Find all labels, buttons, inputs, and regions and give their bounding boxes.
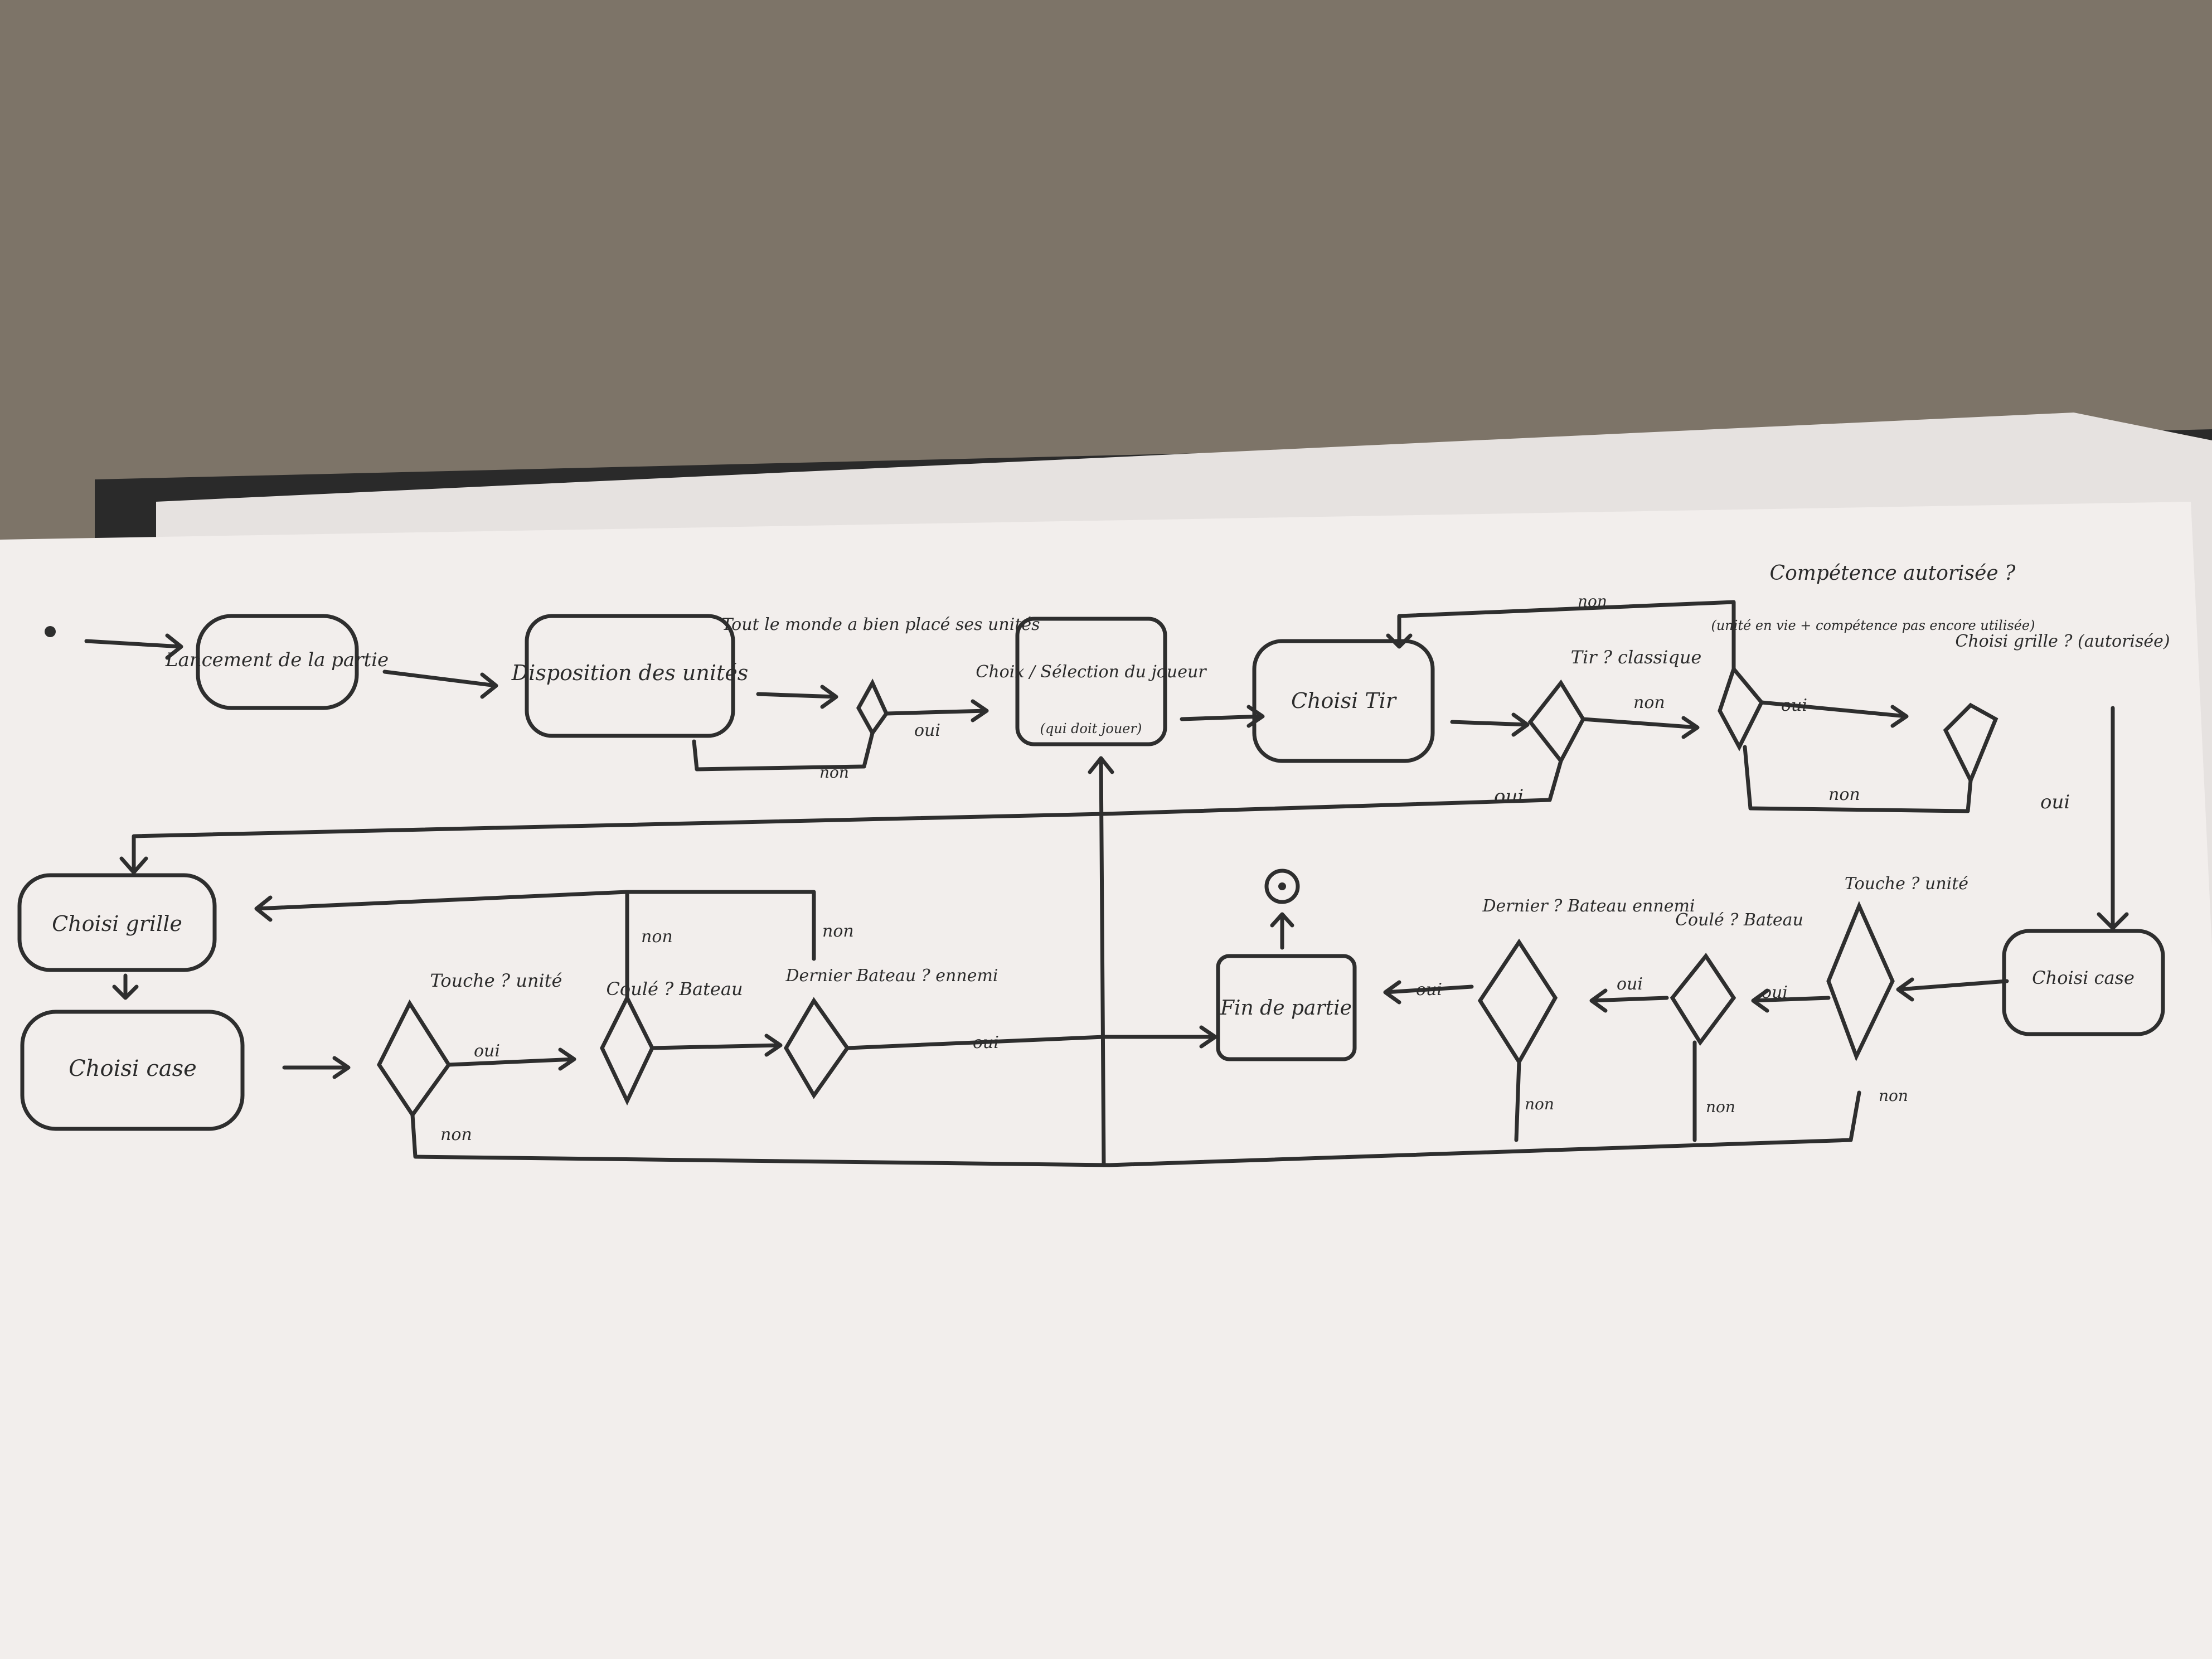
edge-last-boat-left-no: non [822,921,854,941]
decision-sunk-left [600,993,654,1106]
node-launch-label: Lancement de la partie [165,649,389,671]
final-node-dot [1278,882,1286,890]
edge-shot-classic-no: non [1633,693,1665,712]
node-end-game [1216,954,1357,1061]
node-choose-player-note: (qui doit jouer) [1040,721,1142,736]
decision-hit-left-label: Touche ? unité [430,970,562,991]
decision-sunk-right [1670,953,1736,1046]
node-placement [525,614,735,738]
edge-last-boat-left-yes: oui [973,1033,999,1052]
edge-skill-grid-no: non [1828,785,1860,804]
decision-shot-classic-label: Tir ? classique [1571,647,1702,668]
node-choose-grid-left [17,873,217,972]
decision-skill-allowed-note: (unité en vie + compétence pas encore ut… [1711,618,2035,633]
edge-skill-allowed-no: non [1578,592,1607,610]
edge-all-placed-no: non [819,763,849,782]
decision-sunk-right-label: Coulé ? Bateau [1675,910,1803,930]
paper-sheet [0,502,2212,1659]
node-choose-shot-label: Choisi Tir [1291,688,1398,713]
edge-sunk-right-no: non [1706,1098,1735,1116]
decision-hit-right-label: Touche ? unité [1845,874,1968,894]
decision-all-placed-label: Tout le monde a bien placé ses unités [722,615,1040,634]
node-choose-cell-left [20,1010,245,1131]
edge-hit-right-yes: oui [1762,983,1788,1002]
edge-shot-classic-yes: oui [1494,785,1524,808]
decision-grid-allowed-label: Choisi grille ? (autorisée) [1955,632,2170,651]
decision-last-boat-left-label: Dernier Bateau ? ennemi [785,966,998,986]
node-choose-cell-right-label: Choisi case [2032,967,2135,988]
edge-last-boat-right-no: non [1525,1095,1554,1113]
node-launch [196,614,359,710]
node-choose-cell-left-label: Choisi case [69,1056,197,1081]
start-node [45,626,56,637]
decision-last-boat-right-label: Dernier ? Bateau ennemi [1482,896,1695,916]
edge-all-placed-yes: oui [914,721,940,740]
node-placement-label: Disposition des unités [511,661,749,685]
node-choose-grid-left-label: Choisi grille [52,911,182,936]
decision-last-boat-left [783,997,850,1099]
edge-last-boat-right-yes: oui [1416,980,1442,1000]
edge-hit-left-yes: oui [474,1041,500,1061]
node-choose-player-label: Choix / Sélection du joueur [976,662,1207,682]
edge-skill-allowed-yes: oui [1781,696,1807,715]
edge-hit-left-no: non [440,1125,472,1144]
decision-skill-allowed [1718,664,1764,751]
decision-grid-allowed [1943,702,1998,785]
edge-grid-allowed-yes: oui [2040,791,2070,813]
edge-sunk-left-no: non [641,927,673,947]
decision-skill-allowed-label: Compétence autorisée ? [1770,562,2016,585]
edge-hit-right-no: non [1879,1086,1908,1105]
decision-hit-right [1826,901,1895,1061]
node-choose-shot [1252,639,1435,763]
edge-sunk-right-yes: oui [1617,974,1643,994]
node-end-game-label: Fin de partie [1220,997,1352,1020]
node-choose-cell-right [2002,929,2165,1036]
final-node [1264,869,1300,904]
node-choose-player [1015,617,1167,746]
